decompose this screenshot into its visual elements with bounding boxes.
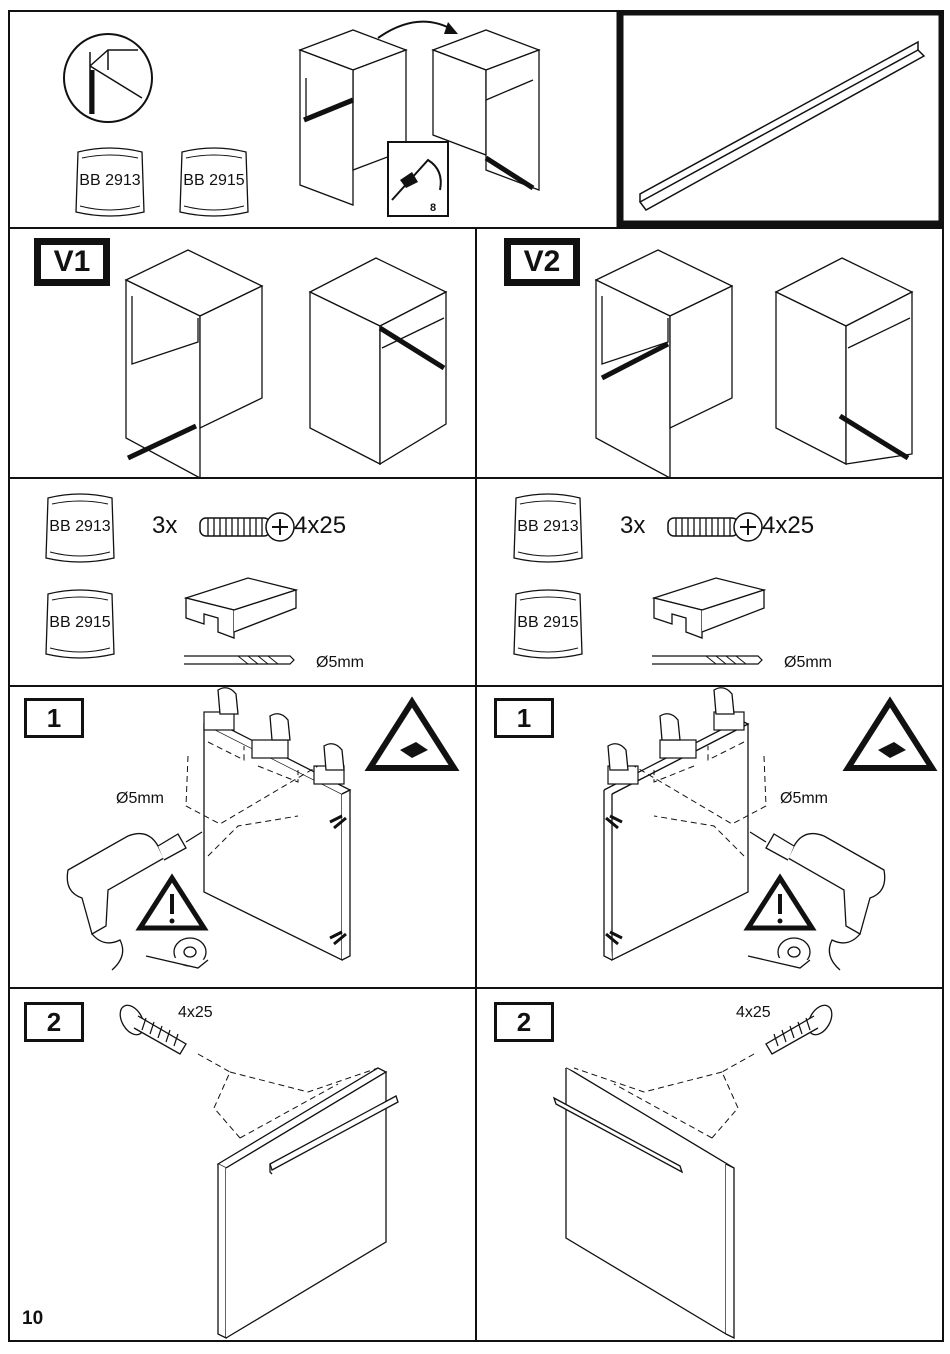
drill-size-label: Ø5mm [116,790,164,808]
sticker-icon [388,142,448,216]
bag-label: BB 2915 [178,172,250,190]
bag-label: BB 2913 [74,172,146,190]
screw-icon [115,1001,186,1054]
step2-right: 2 4x25 [476,988,944,1342]
step1-left: 1 [8,686,476,988]
bag-bb2913: BB 2913 [74,146,146,218]
page-number: 10 [22,1308,43,1330]
step2-left: 2 4x25 [8,988,476,1342]
variant-v2: V2 [476,228,944,478]
drill-size-label: Ø5mm [780,790,828,808]
screw-icon [668,513,762,541]
parts-right: BB 2913 BB 2915 3x 4x25 Ø5m [476,478,944,686]
row1-overview: BB 2913 BB 2915 8 [8,10,944,228]
drill-size: Ø5mm [784,654,832,672]
screw-size: 4x25 [762,512,814,540]
dowel-block-icon [654,578,764,638]
screw-size: 4x25 [294,512,346,540]
step1-left-drawing [8,686,476,988]
v1-cabinets [8,228,476,478]
step1-right-drawing [476,686,944,988]
parts-right-drawing [476,478,944,686]
corner-detail-circle [64,34,152,122]
screw-size-label: 4x25 [178,1004,213,1022]
tape-roll-icon [146,938,208,968]
v2-cabinets [476,228,944,478]
drill-size: Ø5mm [316,654,364,672]
variant-v1: V1 [8,228,476,478]
screw-icon [200,513,294,541]
hand-warning-icon [370,702,454,768]
step2-right-drawing [476,988,944,1342]
sticker-page-number: 8 [430,202,436,214]
drill-bit-icon [184,656,294,664]
tape-roll-icon [748,938,810,968]
screw-icon [766,1001,837,1054]
caution-warning-icon [140,878,204,928]
door-panel [218,1068,386,1338]
caution-warning-icon [748,878,812,928]
step1-right: 1 [476,686,944,988]
dowel-block-icon [186,578,296,638]
step2-left-drawing [8,988,476,1342]
hand-warning-icon [848,702,932,768]
overview-drawing [8,10,944,228]
door-panel [566,1068,734,1338]
drill-bit-icon [652,656,762,664]
parts-left-drawing [8,478,476,686]
bag-bb2915: BB 2915 [178,146,250,218]
parts-left: BB 2913 BB 2915 3x 4x25 Ø5m [8,478,476,686]
screw-size-label: 4x25 [736,1004,771,1022]
